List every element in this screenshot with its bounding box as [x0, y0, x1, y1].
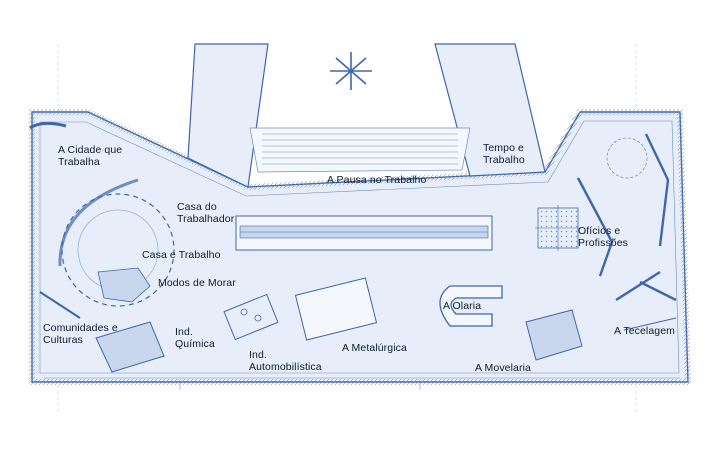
cidade-curve: [29, 121, 67, 130]
plaza-stairs: [262, 133, 458, 165]
comunidades-booth: [39, 291, 165, 373]
olaria-shape: [439, 285, 503, 327]
label-cidade-que-trabalha: A Cidade que Trabalha: [58, 144, 123, 168]
label-ind-automobilistica: Ind. Automobilística: [249, 349, 322, 373]
label-a-movelaria: A Movelaria: [475, 362, 531, 374]
plaza: [249, 127, 471, 173]
left-ramp: [187, 43, 269, 188]
label-a-olaria: A Olaria: [443, 300, 482, 312]
label-a-metalurgica: A Metalúrgica: [342, 342, 407, 354]
casa-trabalhador-radial: [61, 193, 175, 307]
right-walls: [576, 133, 670, 302]
label-comunidades-e-culturas: Comunidades e Culturas: [43, 322, 118, 346]
label-pausa-no-trabalho: A Pausa no Trabalho: [327, 174, 427, 186]
central-bench: [235, 215, 493, 251]
automobilistica-area: [223, 277, 378, 341]
grid-lines: [57, 44, 637, 412]
oficios-grid: [535, 205, 581, 251]
cidade-arc-wall: [58, 178, 139, 267]
label-a-tecelagem: A Tecelagem: [614, 325, 676, 337]
outer-wall-inner-line: [39, 120, 680, 374]
tecelagem-area: [525, 280, 677, 361]
outer-wall: [29, 109, 692, 385]
tempo-circle: [606, 137, 648, 179]
label-tempo-e-trabalho: Tempo e Trabalho: [483, 142, 525, 166]
windmill-symbol: [330, 52, 372, 90]
label-modos-de-morar: Modos de Morar: [158, 277, 236, 289]
label-ind-quimica: Ind. Química: [175, 326, 215, 350]
label-oficios-e-profissoes: Ofícios e Profissões: [578, 225, 629, 249]
bottom-strip: [44, 377, 680, 390]
label-casa-e-trabalho: Casa e Trabalho: [142, 249, 221, 261]
label-casa-do-trabalhador: Casa do Trabalhador: [177, 201, 235, 225]
